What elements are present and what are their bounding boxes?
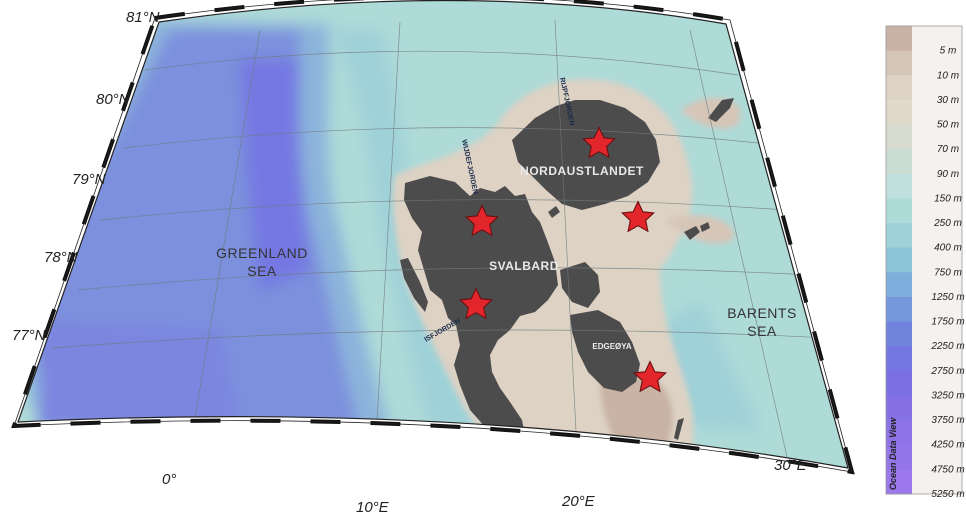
map-frame: [11, 0, 855, 475]
small-island-a: [548, 206, 560, 218]
stations: [459, 126, 667, 393]
legend-swatch: [886, 223, 912, 249]
legend-swatch: [886, 75, 912, 101]
kvitoya-island: [708, 98, 734, 122]
prins-karls-forland: [400, 258, 428, 312]
legend-depth-label: 750 m: [934, 267, 962, 278]
kong-karls-land-b: [700, 222, 710, 232]
legend-swatch: [886, 321, 912, 347]
legend-depth-label: 4750 m: [931, 464, 964, 475]
legend-swatch: [886, 272, 912, 298]
greenland-sea-label-2: SEA: [247, 263, 277, 279]
legend-depth-label: 150 m: [934, 193, 962, 204]
legend-depth-label: 4250 m: [931, 440, 964, 451]
legend-depth-label: 3750 m: [931, 415, 964, 426]
legend-depth-label: 70 m: [937, 144, 959, 155]
legend-swatch: [886, 444, 912, 470]
legend-depth-label: 250 m: [933, 218, 962, 229]
lat-label-79: 79°N: [72, 171, 106, 188]
barents-sea-label-1: BARENTS: [727, 305, 797, 321]
station-star-edgeoya: [633, 360, 667, 393]
lon-label-30e: 30°E: [774, 457, 808, 474]
edgeoya-label: EDGEØYA: [592, 342, 631, 351]
legend-depth-label: 2250 m: [930, 341, 964, 352]
legend-depth-label: 3250 m: [931, 390, 964, 401]
greenland-sea-label-1: GREENLAND: [216, 245, 308, 261]
barents-sea-label-2: SEA: [747, 323, 777, 339]
nordaustlandet-label: NORDAUSTLANDET: [520, 164, 644, 178]
depth-legend: 5 m 10 m 30 m 50 m 70 m 90 m 150 m 250 m 400 m 75…: [885, 25, 965, 500]
lat-label-78: 78°N: [44, 249, 78, 266]
station-star-east: [621, 200, 655, 233]
legend-depth-label: 5250 m: [931, 489, 964, 500]
legend-swatch: [886, 173, 912, 199]
legend-swatch: [886, 296, 912, 323]
kong-karls-land-a: [684, 226, 700, 240]
legend-swatch: [886, 395, 912, 421]
legend-label-panel: [912, 26, 962, 494]
legend-swatch: [886, 370, 912, 396]
legend-depth-label: 1250 m: [931, 292, 964, 303]
legend-swatch: [886, 149, 912, 175]
station-star-wijdefjorden: [465, 204, 499, 237]
legend-depth-label: 5 m: [940, 46, 957, 57]
legend-depth-label: 400 m: [934, 243, 962, 254]
hopen-island: [674, 418, 684, 440]
legend-swatch: [886, 469, 912, 495]
legend-swatch: [886, 26, 912, 52]
legend-depth-label: 30 m: [937, 95, 959, 106]
legend-frame: [885, 25, 963, 495]
lat-label-80: 80°N: [96, 91, 130, 108]
lat-label-77: 77°N: [12, 327, 46, 344]
legend-swatch: [886, 99, 912, 126]
barentsoya-island: [560, 262, 600, 308]
legend-depth-label: 2750 m: [930, 366, 964, 377]
lon-label-10e: 10°E: [356, 499, 390, 516]
legend-swatch: [886, 50, 912, 76]
lon-label-0: 0°: [162, 471, 176, 488]
legend-swatch: [886, 247, 912, 273]
legend-swatch: [886, 420, 912, 446]
legend-depth-label: 90 m: [937, 169, 959, 180]
legend-depth-label: 50 m: [937, 120, 959, 131]
nordaustlandet-island: [512, 100, 660, 210]
station-star-rijpfjorden: [582, 126, 616, 159]
ocean-data-view-credit: Ocean Data View: [888, 417, 898, 490]
legend-swatch: [886, 346, 912, 372]
graticule: [51, 19, 829, 468]
lat-label-81: 81°N: [126, 9, 160, 26]
legend-swatch: [886, 198, 912, 224]
legend-swatch: [886, 124, 912, 150]
station-star-isfjorden: [459, 287, 493, 320]
map-area: [18, 0, 848, 468]
svalbard-label: SVALBARD: [489, 259, 559, 273]
legend-depth-label: 10 m: [937, 70, 959, 81]
lon-label-20e: 20°E: [561, 493, 596, 510]
legend-depth-label: 1750 m: [931, 317, 964, 328]
